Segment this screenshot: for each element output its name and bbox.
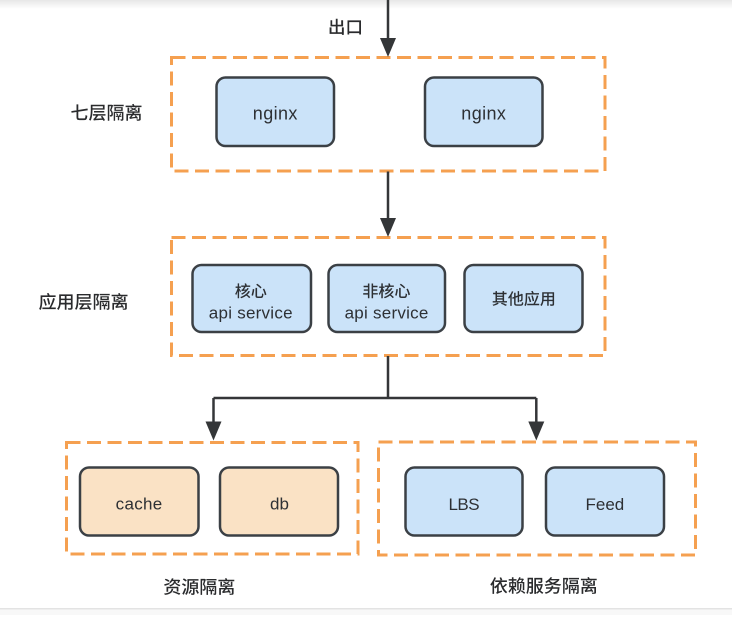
svg-text:Feed: Feed	[586, 495, 625, 514]
svg-text:api service: api service	[209, 303, 293, 322]
svg-text:LBS: LBS	[448, 495, 479, 514]
svg-text:db: db	[270, 495, 289, 514]
svg-text:nginx: nginx	[461, 104, 506, 124]
svg-text:nginx: nginx	[253, 104, 298, 124]
svg-text:cache: cache	[116, 495, 163, 514]
svg-text:api service: api service	[345, 303, 429, 322]
